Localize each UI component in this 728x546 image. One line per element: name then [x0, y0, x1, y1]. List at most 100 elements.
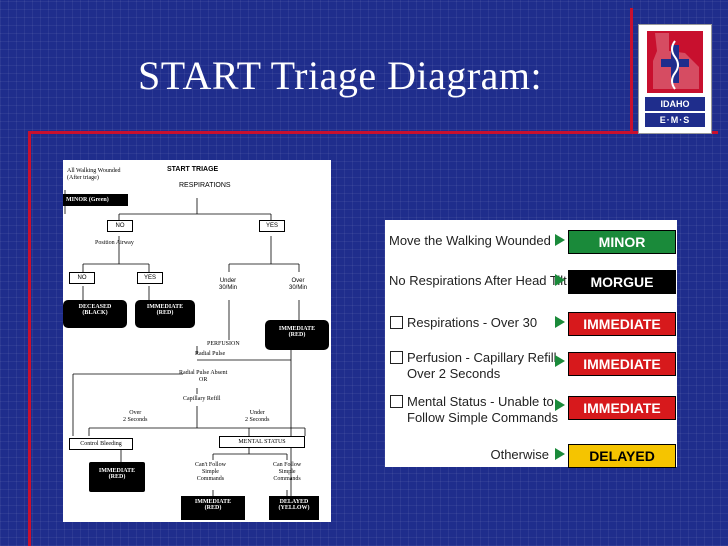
no-box-airway: NO [69, 272, 95, 284]
over-2s-line1: Over [129, 410, 142, 416]
triage-category-tag: IMMEDIATE [568, 396, 676, 420]
under-2s-label: Under 2 Seconds [245, 410, 270, 424]
legend-row: Respirations - Over 30 IMMEDIATE [385, 306, 677, 340]
deceased-color-text: (BLACK) [82, 310, 108, 316]
triage-category-tag: MORGUE [568, 270, 676, 294]
under-30-line1: Under [219, 278, 237, 284]
minor-green-box: MINOR (Green) [63, 194, 128, 206]
legend-row-text-line: Follow Simple Commands [407, 410, 558, 425]
horizontal-red-rule [28, 131, 718, 134]
under-2s-line2: 2 Seconds [245, 417, 270, 423]
immediate-color-text: (RED) [156, 310, 174, 316]
legend-row-label: Move the Walking Wounded [389, 233, 551, 249]
checkbox-icon[interactable] [390, 316, 403, 329]
logo-text-idaho: IDAHO [645, 97, 705, 111]
cant-follow-label: Can't Follow Simple Commands [195, 462, 226, 483]
checkbox-icon[interactable] [390, 351, 403, 364]
legend-row-label: No Respirations After Head Tilt [389, 273, 567, 289]
legend-row-text-line: Over 2 Seconds [407, 366, 501, 381]
immediate-text: IMMEDIATE [146, 304, 184, 310]
flowchart-connectors [64, 190, 306, 496]
control-bleeding-box: Control Bleeding [69, 438, 133, 450]
radial-absent-label: Radial Pulse Absent OR [179, 370, 227, 384]
triage-category-legend: Move the Walking Wounded MINOR No Respirat… [385, 220, 677, 468]
deceased-text: DECEASED [78, 304, 112, 310]
walking-wounded-line2: (After triage) [67, 175, 99, 181]
delayed-text: DELAYED [279, 499, 309, 505]
radial-absent-line2: OR [199, 377, 208, 383]
arrow-right-icon [555, 399, 565, 411]
perfusion-label: PERFUSION [207, 341, 240, 347]
immediate-color-text: (RED) [288, 332, 306, 338]
respirations-heading: RESPIRATIONS [179, 182, 231, 189]
delayed-color-text: (YELLOW) [278, 505, 310, 511]
over-30-line2: 30/Min [289, 285, 308, 291]
legend-row-text-line: Mental Status - Unable to [407, 394, 554, 409]
under-30-line2: 30/Min [219, 285, 238, 291]
cant-follow-line3: Commands [196, 476, 225, 482]
legend-row-text-line: Otherwise [490, 447, 549, 462]
left-red-rule [28, 131, 31, 546]
immediate-red-box-mental: IMMEDIATE (RED) [181, 496, 245, 520]
over-30-line1: Over [291, 278, 305, 284]
can-follow-line2: Simple [278, 469, 296, 475]
over-30-label: Over 30/Min [289, 278, 307, 292]
legend-row-text-line: No Respirations After Head Tilt [389, 273, 567, 288]
legend-row: Move the Walking Wounded MINOR [385, 224, 677, 258]
triage-category-tag: DELAYED [568, 444, 676, 468]
triage-category-tag: MINOR [568, 230, 676, 254]
arrow-right-icon [555, 448, 565, 460]
cant-follow-line2: Simple [201, 469, 219, 475]
immediate-text: IMMEDIATE [278, 326, 316, 332]
radial-pulse-label: Radial Pulse [195, 351, 226, 357]
immediate-color-text: (RED) [204, 505, 222, 511]
under-30-label: Under 30/Min [219, 278, 237, 292]
yes-box-respirations: YES [259, 220, 285, 232]
triage-category-tag: IMMEDIATE [568, 312, 676, 336]
walking-wounded-line1: All Walking Wounded [67, 168, 121, 174]
mental-status-box: MENTAL STATUS [219, 436, 305, 448]
can-follow-line3: Commands [273, 476, 301, 482]
delayed-yellow-box: DELAYED (YELLOW) [269, 496, 319, 520]
checkbox-icon[interactable] [390, 395, 403, 408]
legend-row-text-line: Respirations - Over 30 [407, 315, 538, 330]
slide-title: START Triage Diagram: [138, 53, 543, 98]
over-2s-label: Over 2 Seconds [123, 410, 148, 424]
position-airway-label: Position Airway [95, 240, 134, 246]
arrow-right-icon [555, 234, 565, 246]
legend-row: Otherwise DELAYED [385, 438, 677, 472]
arrow-right-icon [555, 355, 565, 367]
over-2s-line2: 2 Seconds [123, 417, 148, 423]
triage-category-tag: IMMEDIATE [568, 352, 676, 376]
deceased-black-box: DECEASED (BLACK) [63, 300, 127, 328]
legend-row-text-line: Perfusion - Capillary Refill [407, 350, 557, 365]
legend-row-label: Otherwise [490, 447, 549, 463]
immediate-text: IMMEDIATE [98, 468, 136, 474]
can-follow-label: Can Follow Simple Commands [273, 462, 301, 483]
vertical-red-rule [630, 8, 633, 134]
immediate-color-text: (RED) [108, 474, 126, 480]
immediate-red-box-airway: IMMEDIATE (RED) [135, 300, 195, 328]
yes-box-airway: YES [137, 272, 163, 284]
under-2s-line1: Under [249, 410, 265, 416]
immediate-red-box-perfusion: IMMEDIATE (RED) [89, 462, 145, 492]
walking-wounded-label: All Walking Wounded (After triage) [67, 168, 120, 182]
legend-row-label: Respirations - Over 30 [407, 315, 537, 331]
arrow-right-icon [555, 316, 565, 328]
legend-row-text-line: Move the Walking Wounded [389, 233, 551, 248]
immediate-text: IMMEDIATE [194, 499, 232, 505]
capillary-refill-label: Capillary Refill [183, 396, 221, 402]
logo-text-ems: E·M·S [645, 113, 705, 127]
arrow-right-icon [555, 274, 565, 286]
minor-green-text: MINOR (Green) [66, 197, 109, 203]
immediate-red-box-over30: IMMEDIATE (RED) [265, 320, 329, 350]
idaho-ems-logo: IDAHO E·M·S [638, 24, 712, 134]
no-box-respirations: NO [107, 220, 133, 232]
start-triage-heading: START TRIAGE [167, 166, 219, 173]
start-triage-flowchart: All Walking Wounded (After triage) START… [63, 160, 331, 522]
cant-follow-line1: Can't Follow [195, 462, 226, 468]
